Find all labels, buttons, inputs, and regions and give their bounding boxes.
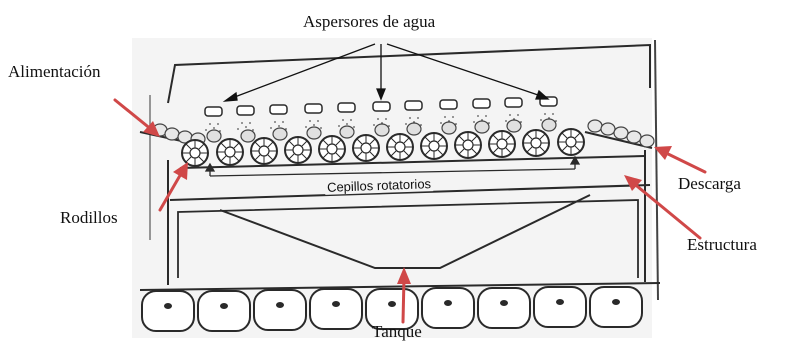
label-rodillos: Rodillos: [60, 208, 118, 227]
base-support: [197, 290, 251, 332]
sprayer-nozzle: [236, 105, 255, 116]
discharged-produce: [587, 119, 655, 148]
sprayer-nozzle: [472, 98, 491, 109]
produce-item: [613, 126, 629, 140]
hood-right-edge: [654, 39, 659, 301]
produce-item: [374, 123, 390, 137]
produce-item: [587, 119, 603, 133]
callout-arrows: [113, 98, 707, 324]
brush-roller: [284, 136, 312, 164]
base-line: [139, 282, 661, 291]
base-support: [309, 288, 363, 330]
brush-roller: [181, 139, 209, 167]
produce-item: [474, 120, 490, 134]
tank-arrow: [397, 267, 411, 324]
produce-item: [206, 129, 222, 143]
sprayer-nozzle: [304, 103, 323, 114]
produce-item: [441, 121, 457, 135]
base-support: [589, 286, 643, 328]
produce-item: [541, 118, 557, 132]
brush-roller: [454, 131, 482, 159]
label-alimentacion: Alimentación: [8, 62, 101, 81]
hood-outline: [167, 43, 651, 104]
produce-item: [272, 127, 288, 141]
base-support: [477, 287, 531, 329]
brush-roller: [250, 137, 278, 165]
sprayer-nozzle: [204, 106, 223, 117]
produce-item: [506, 119, 522, 133]
brush-roller: [216, 138, 244, 166]
label-estructura: Estructura: [687, 235, 757, 254]
sprayer-nozzle: [372, 101, 391, 112]
structure-top-rail: [169, 184, 651, 201]
brush-roller: [522, 129, 550, 157]
base-support: [421, 287, 475, 329]
label-descarga: Descarga: [678, 174, 741, 193]
rollers-arrow: [158, 162, 188, 212]
tank-funnel: [219, 194, 591, 269]
base-supports: [141, 286, 643, 332]
produce-item: [306, 126, 322, 140]
produce-item: [600, 122, 616, 136]
produce-item: [240, 129, 256, 143]
tank-outline: [177, 199, 639, 278]
produce-item: [339, 125, 355, 139]
brush-roller: [352, 134, 380, 162]
discharge-arrow: [654, 146, 707, 174]
sprayer-nozzles: [204, 96, 558, 117]
brush-bracket: [204, 155, 581, 177]
produce-item: [639, 134, 655, 148]
sprayer-nozzle: [404, 100, 423, 111]
produce-item: [406, 122, 422, 136]
base-support-marks: [164, 299, 620, 309]
brush-roller: [557, 128, 585, 156]
produce-on-rollers: [206, 118, 557, 143]
label-aspersores: Aspersores de agua: [303, 12, 436, 31]
base-support: [253, 289, 307, 331]
structure-arrow: [624, 175, 702, 240]
sprayer-nozzle: [337, 102, 356, 113]
sprayer-nozzle: [439, 99, 458, 110]
brush-roller: [488, 130, 516, 158]
base-support: [141, 290, 195, 332]
feed-arrow: [113, 98, 160, 137]
discharge-chute: [584, 131, 653, 149]
sprayer-nozzle: [504, 97, 523, 108]
sprayer-nozzle: [269, 104, 288, 115]
roller-frame: [179, 155, 646, 169]
produce-item: [164, 127, 180, 141]
brush-roller: [386, 133, 414, 161]
brush-roller: [318, 135, 346, 163]
brush-roller: [420, 132, 448, 160]
brush-rollers: [181, 128, 585, 167]
produce-item: [626, 130, 642, 144]
label-tanque: Tanque: [372, 322, 422, 341]
base-support: [533, 286, 587, 328]
sprayer-pointer-arrows: [222, 43, 550, 102]
water-spray: [205, 113, 557, 132]
